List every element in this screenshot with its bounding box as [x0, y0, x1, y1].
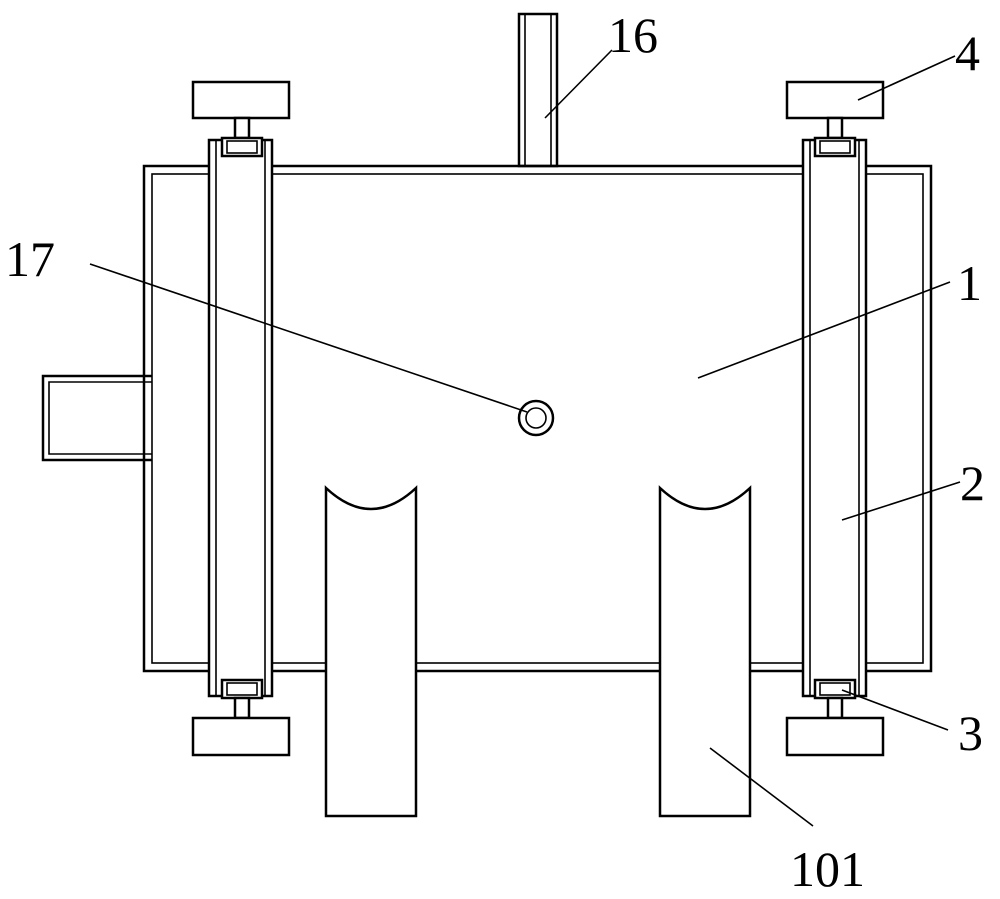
leader-16 — [544, 49, 613, 119]
leader-17 — [89, 263, 528, 413]
leader-4 — [857, 55, 956, 101]
leader-2 — [841, 481, 961, 521]
top-pipe — [517, 12, 559, 168]
label-1: 1 — [957, 255, 982, 311]
right-support-leg — [658, 485, 752, 818]
right-bottom-bearing — [785, 678, 885, 757]
label-101: 101 — [790, 841, 865, 897]
center-port — [517, 399, 555, 437]
leader-1 — [697, 281, 951, 379]
label-3: 3 — [958, 705, 983, 761]
label-2: 2 — [960, 455, 985, 511]
right-top-knob — [785, 80, 885, 158]
label-4: 4 — [955, 25, 980, 81]
leader-lines — [89, 49, 961, 827]
left-bottom-knob — [191, 678, 291, 757]
left-support-leg — [324, 485, 418, 818]
left-top-knob — [191, 80, 291, 158]
leader-3 — [841, 689, 949, 731]
main-housing — [142, 164, 933, 673]
leader-101 — [709, 747, 814, 827]
side-outlet — [41, 374, 152, 462]
left-roller — [207, 138, 274, 698]
label-17: 17 — [5, 231, 55, 287]
label-16: 16 — [608, 7, 658, 63]
right-roller — [801, 138, 868, 698]
